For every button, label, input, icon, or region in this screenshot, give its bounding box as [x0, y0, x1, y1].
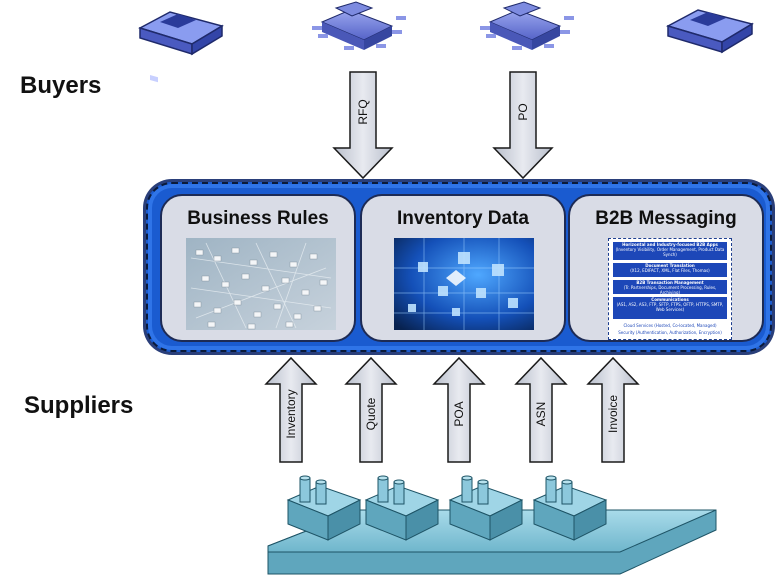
b2b-apps-layer: Horizontal and Industry-focused B2B Apps…: [613, 242, 727, 260]
b2b-apps-sub: (Inventory Visibility, Order Management,…: [615, 247, 725, 257]
transaction-title: B2B Transaction Management: [636, 280, 704, 285]
business-rules-title: Business Rules: [187, 208, 329, 229]
translation-title: Document Translation: [645, 263, 695, 268]
b2b-apps-title: Horizontal and Industry-focused B2B Apps: [622, 242, 718, 247]
po-arrow: [492, 71, 554, 180]
poa-label: POA: [452, 401, 466, 427]
factory-icon: [448, 475, 524, 541]
inventory-data-title: Inventory Data: [397, 208, 529, 229]
rfq-label: RFQ: [356, 99, 370, 125]
inventory-data-panel: Inventory Data: [360, 194, 566, 342]
buyers-label: Buyers: [20, 72, 102, 99]
b2b-stack: Horizontal and Industry-focused B2B Apps…: [608, 238, 732, 340]
factory-icon: [532, 475, 608, 541]
transaction-layer: B2B Transaction Management (Tr. Partners…: [613, 280, 727, 295]
translation-sub: (X12, EDIFACT, XML, Flat Files, Thomas): [630, 268, 710, 273]
flowchart-image: [186, 238, 336, 330]
invoice-label: Invoice: [606, 394, 620, 434]
invoice-arrow: [586, 356, 640, 463]
communications-title: Communications: [651, 297, 689, 302]
cloud-services-note: Cloud Services (Hosted, Co-located, Mana…: [623, 323, 717, 328]
quote-label: Quote: [364, 397, 378, 431]
translation-layer: Document Translation (X12, EDIFACT, XML,…: [613, 263, 727, 277]
factory-icon: [364, 475, 440, 541]
buyer-chip-icon: [480, 1, 574, 50]
buyer-chip-icon: [312, 1, 406, 50]
security-note: Security (Authentication, Authorization,…: [618, 330, 722, 335]
b2b-messaging-title: B2B Messaging: [595, 208, 737, 229]
asn-arrow: [514, 356, 568, 463]
transaction-sub: (Tr. Partnerships, Document Processing, …: [623, 285, 717, 295]
inventory-label: Inventory: [284, 389, 298, 439]
asn-label: ASN: [534, 401, 548, 427]
b2b-messaging-panel: B2B Messaging Horizontal and Industry-fo…: [568, 194, 764, 342]
factory-icon: [286, 475, 362, 541]
business-rules-panel: Business Rules: [160, 194, 356, 342]
po-label: PO: [516, 103, 530, 121]
data-cubes-image: [394, 238, 534, 330]
communications-sub: (AS1, AS2, AS3, FTP, SFTP, FTPS, OFTP, H…: [616, 302, 724, 312]
poa-arrow: [432, 356, 486, 463]
suppliers-label: Suppliers: [24, 392, 134, 419]
inventory-arrow: [264, 356, 318, 463]
buyer-building-icon: [666, 9, 754, 54]
rfq-arrow: [332, 71, 394, 180]
communications-layer: Communications (AS1, AS2, AS3, FTP, SFTP…: [613, 297, 727, 319]
buyer-building-icon: [138, 11, 224, 83]
quote-arrow: [344, 356, 398, 463]
